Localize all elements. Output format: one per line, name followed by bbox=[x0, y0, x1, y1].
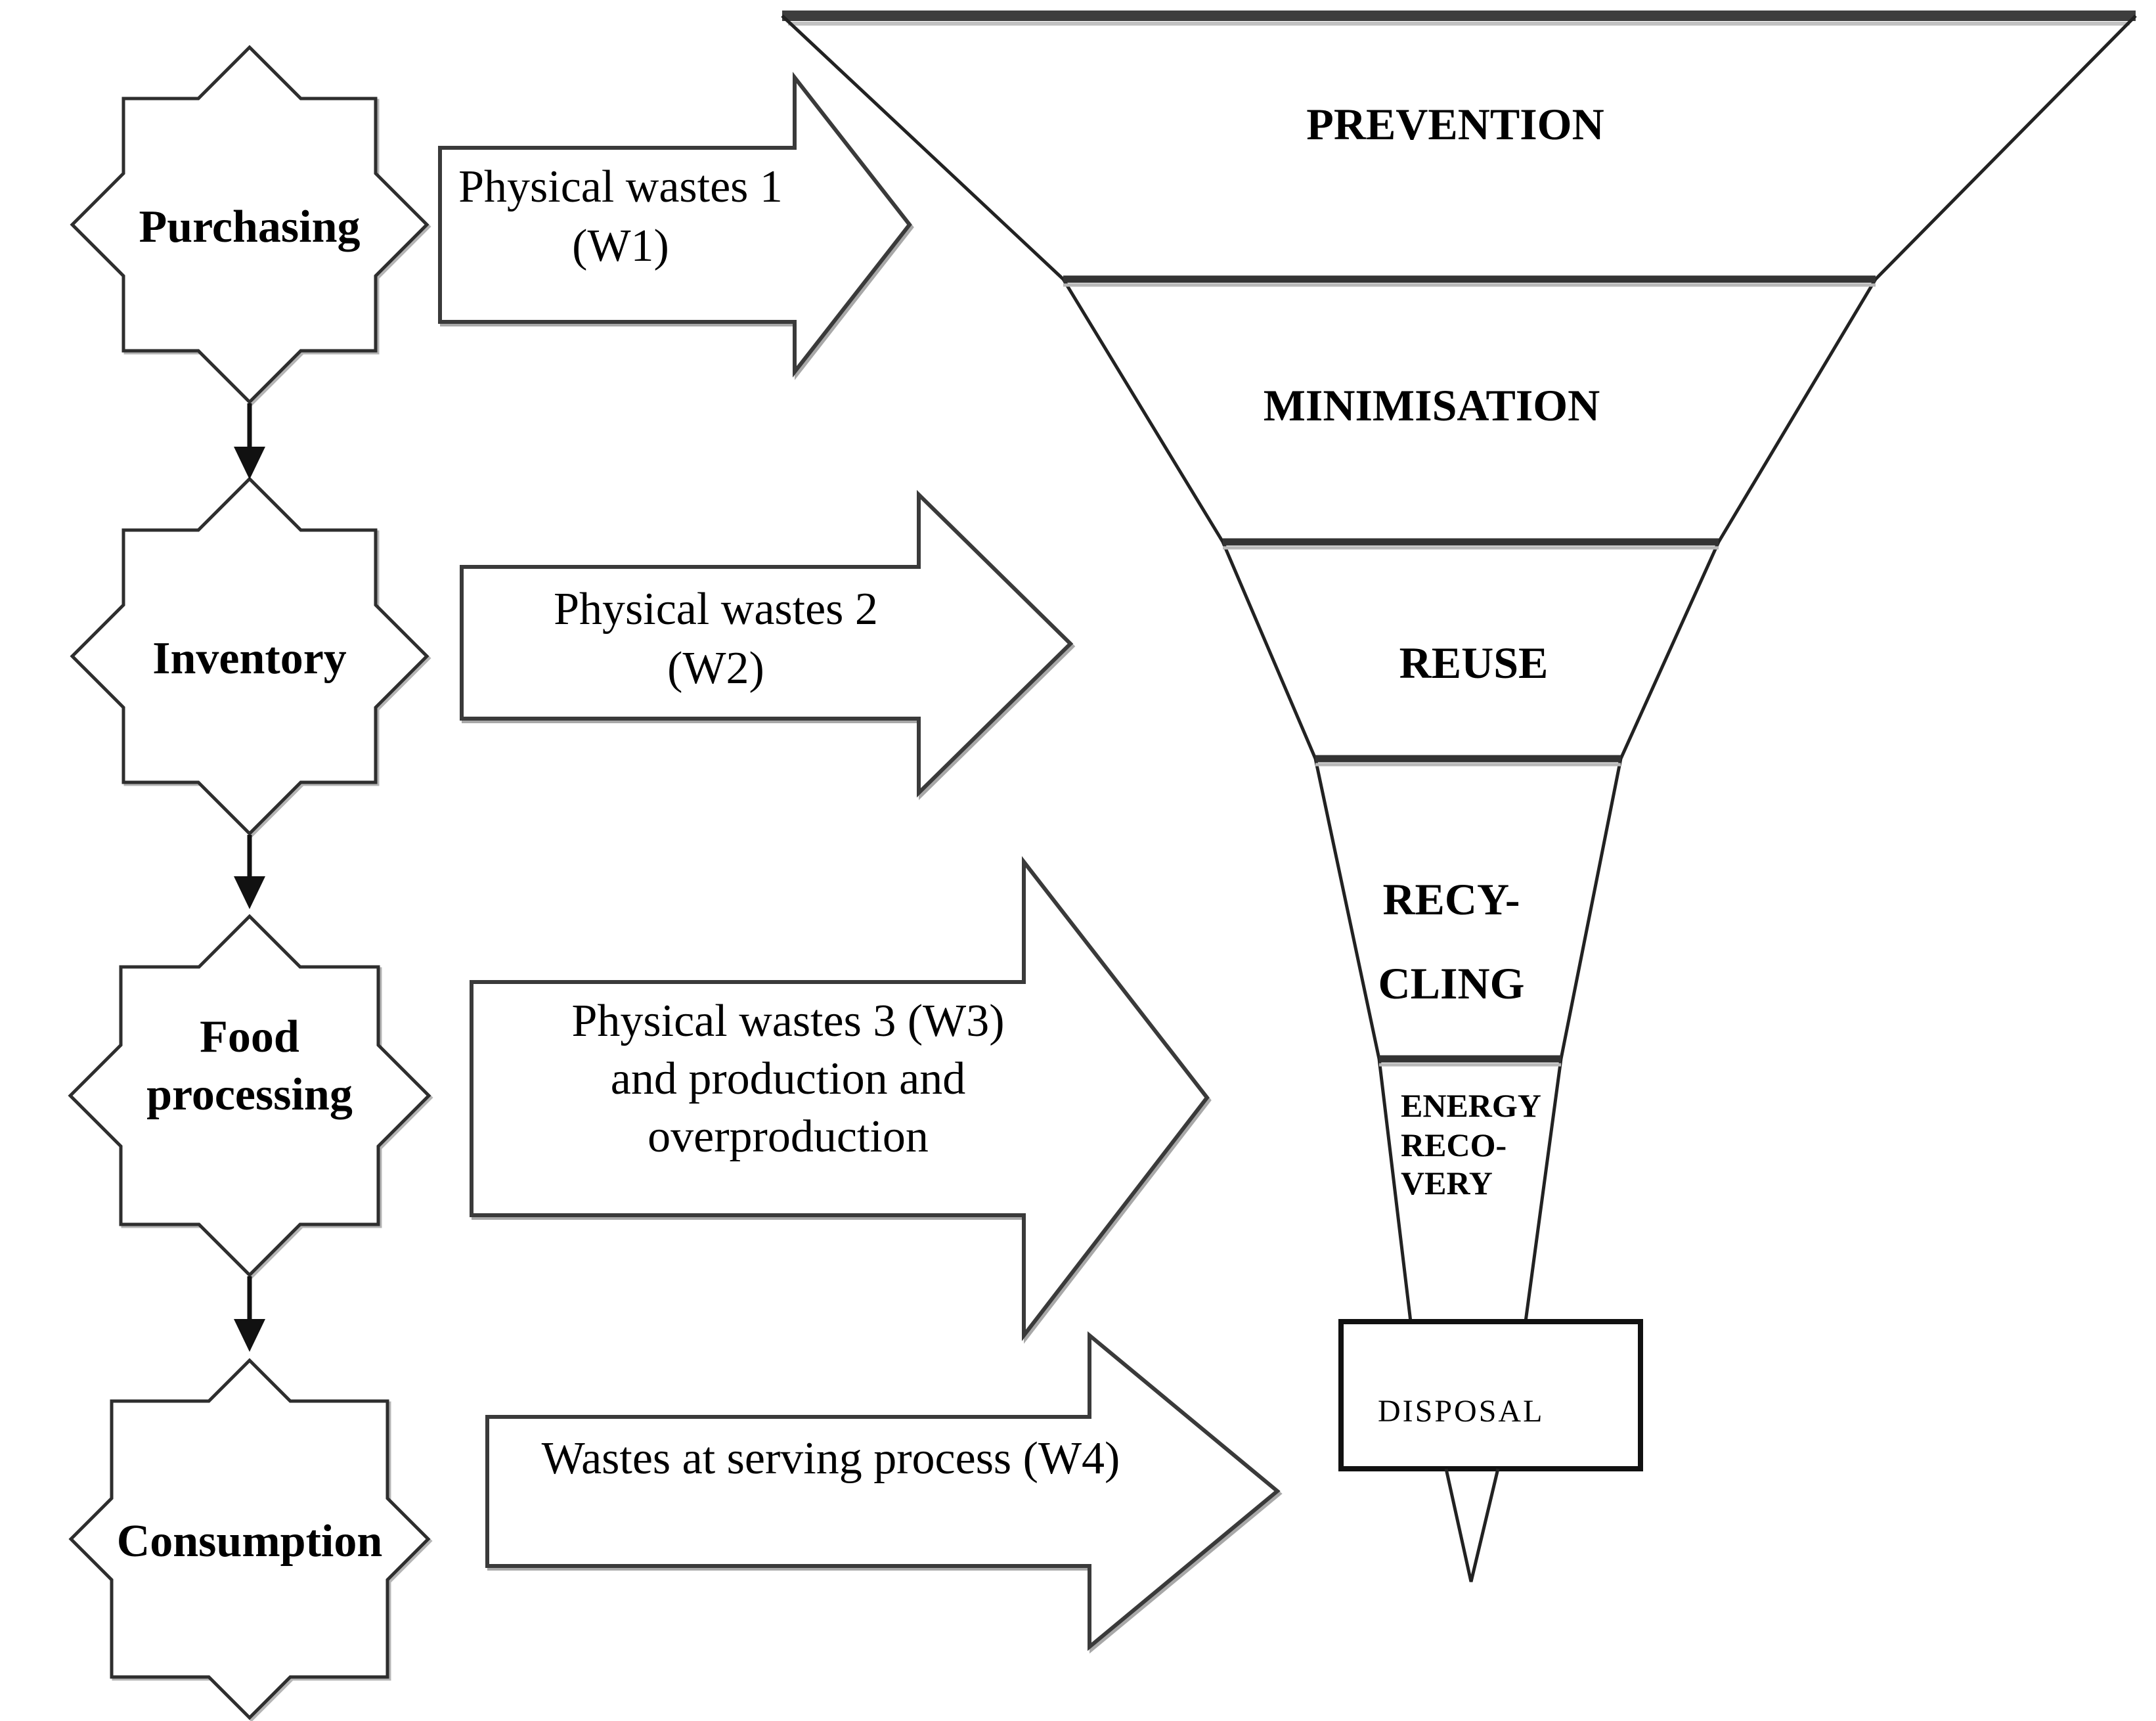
stage-consumption: Consumption bbox=[68, 1358, 431, 1720]
waste-arrow-w4: Wastes at serving process (W4) bbox=[485, 1331, 1281, 1651]
funnel-level-label-energy-recovery-line1: ENERGY bbox=[1401, 1087, 1541, 1124]
stage-label-inventory: Inventory bbox=[152, 633, 347, 684]
waste-arrow-label-w1-line1: Physical wastes 1 bbox=[458, 162, 783, 212]
waste-funnel: PREVENTION MINIMISATION REUSE RECY- CLIN… bbox=[781, 11, 2137, 1582]
stage-shape-purchasing bbox=[70, 45, 429, 405]
stage-shape-food-processing bbox=[68, 914, 431, 1278]
stage-shape-consumption bbox=[68, 1358, 431, 1720]
funnel-level-label-recycling-line2: CLING bbox=[1378, 958, 1525, 1008]
waste-arrow-shape-w1 bbox=[438, 72, 912, 378]
funnel-right-side bbox=[1524, 14, 2137, 1322]
funnel-level-label-energy-recovery-line2: RECO- bbox=[1401, 1127, 1507, 1163]
stage-label-purchasing: Purchasing bbox=[139, 202, 360, 252]
funnel-level-label-recycling-line1: RECY- bbox=[1382, 874, 1520, 924]
funnel-level-label-minimisation: MINIMISATION bbox=[1264, 380, 1600, 430]
flow-connectors bbox=[234, 403, 265, 1352]
waste-arrow-label-w2-line1: Physical wastes 2 bbox=[554, 584, 878, 635]
waste-arrow-label-w1-line2: (W1) bbox=[572, 221, 669, 271]
stage-food-processing: Food processing bbox=[68, 914, 431, 1278]
stage-purchasing: Purchasing bbox=[70, 45, 429, 405]
funnel-level-label-reuse: REUSE bbox=[1399, 638, 1549, 688]
disposal-box bbox=[1338, 1319, 1643, 1471]
funnel-level-label-energy-recovery-line3: VERY bbox=[1401, 1165, 1493, 1201]
connector-arrowhead-icon-2 bbox=[234, 876, 265, 909]
funnel-tip-point bbox=[1444, 1468, 1500, 1582]
stage-label-food-processing-line2: processing bbox=[146, 1069, 353, 1120]
funnel-level-label-disposal: DISPOSAL bbox=[1378, 1394, 1544, 1429]
waste-arrow-w3: Physical wastes 3 (W3) and production an… bbox=[470, 856, 1210, 1341]
waste-arrow-label-w2-line2: (W2) bbox=[667, 643, 764, 694]
waste-arrow-shape-w3 bbox=[470, 856, 1210, 1341]
stage-inventory: Inventory bbox=[70, 476, 429, 836]
waste-arrow-label-w3-line3: overproduction bbox=[648, 1111, 929, 1162]
funnel-left-side bbox=[781, 14, 1413, 1322]
waste-arrow-label-w3-line1: Physical wastes 3 (W3) bbox=[571, 996, 1004, 1046]
waste-arrow-w1: Physical wastes 1 (W1) bbox=[438, 72, 912, 378]
waste-arrow-label-w3-line2: and production and bbox=[611, 1054, 965, 1104]
waste-arrow-shape-w2 bbox=[460, 489, 1074, 798]
stage-label-consumption: Consumption bbox=[117, 1516, 383, 1567]
funnel-level-label-prevention: PREVENTION bbox=[1306, 99, 1604, 149]
waste-arrow-label-w4-line1: Wastes at serving process (W4) bbox=[542, 1433, 1120, 1484]
stage-label-food-processing-line1: Food bbox=[200, 1012, 299, 1062]
waste-arrow-w2: Physical wastes 2 (W2) bbox=[460, 489, 1074, 798]
connector-arrowhead-icon-3 bbox=[234, 1319, 265, 1352]
waste-arrow-shape-w4 bbox=[485, 1331, 1281, 1651]
stage-shape-inventory bbox=[70, 476, 429, 836]
connector-arrowhead-icon-1 bbox=[234, 447, 265, 480]
